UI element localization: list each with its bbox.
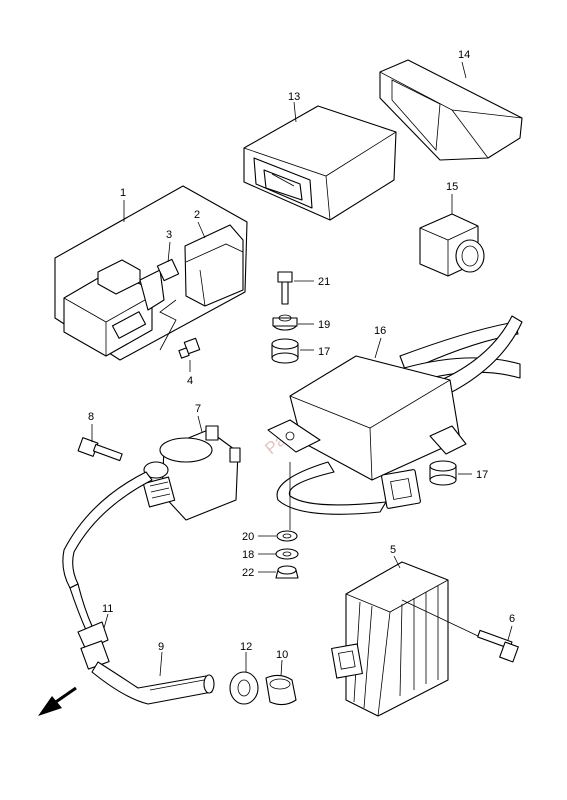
collar-19[interactable] — [272, 314, 298, 331]
callout-11: 11 — [102, 603, 113, 615]
screw-4[interactable] — [178, 337, 201, 359]
callout-19: 19 — [318, 319, 330, 331]
callout-13: 13 — [288, 91, 300, 103]
callout-17-lower: 17 — [476, 469, 488, 481]
callout-17-upper: 17 — [318, 346, 330, 358]
bolt-21[interactable] — [277, 271, 293, 305]
ignition-coil-7[interactable] — [62, 425, 241, 631]
fuse — [156, 258, 180, 282]
callout-18: 18 — [242, 549, 254, 561]
callout-1: 1 — [120, 187, 126, 199]
callout-10: 10 — [276, 649, 288, 661]
callout-8: 8 — [88, 411, 94, 423]
connector-15[interactable] — [419, 213, 485, 277]
callout-21: 21 — [318, 276, 330, 288]
callout-9: 9 — [158, 641, 164, 653]
leader-lines — [91, 61, 513, 677]
callout-12: 12 — [240, 641, 252, 653]
callout-20: 20 — [242, 531, 254, 543]
ecm-cover-14[interactable] — [379, 59, 523, 161]
callouts: 1 2 3 4 5 6 7 8 9 10 11 12 13 14 15 16 1… — [88, 49, 515, 661]
callout-4: 4 — [187, 375, 193, 387]
callout-6: 6 — [509, 613, 515, 625]
callout-3: 3 — [166, 229, 172, 241]
seal-12[interactable] — [229, 671, 259, 705]
plug-cap-11[interactable] — [77, 621, 110, 670]
callout-5: 5 — [390, 544, 396, 556]
relay-assembly[interactable] — [54, 185, 248, 361]
regulator-5[interactable] — [331, 561, 449, 717]
washer-18[interactable] — [275, 548, 299, 560]
ecm-13[interactable] — [243, 105, 397, 221]
callout-22: 22 — [242, 567, 254, 579]
front-arrow-icon — [38, 686, 77, 716]
grommet-17-upper[interactable] — [271, 338, 299, 364]
cap-10[interactable] — [265, 674, 297, 706]
callout-2: 2 — [194, 209, 200, 221]
callout-7: 7 — [195, 403, 201, 415]
callout-16: 16 — [374, 325, 386, 337]
control-unit-16[interactable] — [267, 315, 523, 515]
washer-20[interactable] — [276, 530, 298, 542]
callout-15: 15 — [446, 181, 458, 193]
bolt-8[interactable] — [77, 437, 123, 462]
nut-22[interactable] — [275, 565, 299, 579]
bolt-6[interactable] — [477, 629, 519, 663]
plug-cap-9[interactable] — [91, 661, 215, 705]
grommet-17-lower[interactable] — [429, 460, 457, 486]
callout-14: 14 — [458, 49, 470, 61]
